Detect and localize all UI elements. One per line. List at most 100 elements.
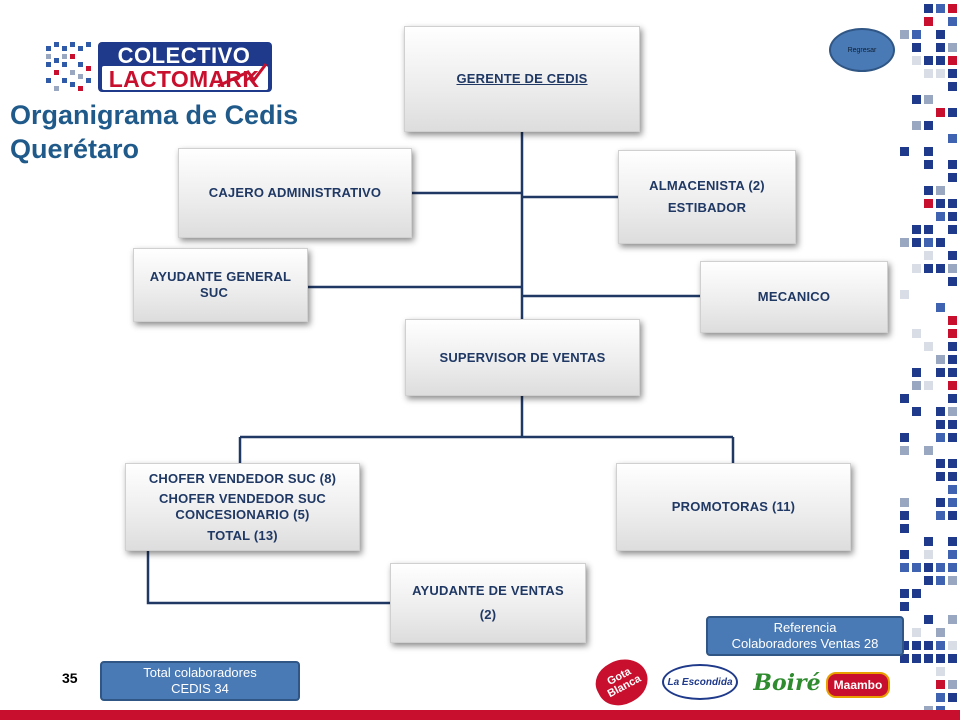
mosaic-square [948, 537, 957, 546]
mosaic-square [948, 108, 957, 117]
referencia-line-1: Referencia [773, 620, 837, 635]
mosaic-square [912, 56, 921, 65]
chofer-label-line-2: CHOFER VENDEDOR SUC [158, 490, 327, 506]
total-colaboradores-callout: Total colaboradores CEDIS 34 [100, 661, 300, 701]
mosaic-square [912, 225, 921, 234]
mosaic-square [948, 225, 957, 234]
mosaic-square [936, 212, 945, 221]
box-ayudante-de-ventas: AYUDANTE DE VENTAS (2) [390, 563, 586, 643]
mosaic-square [912, 121, 921, 130]
mosaic-square [936, 641, 945, 650]
gerente-label[interactable]: GERENTE DE CEDIS [456, 71, 588, 86]
ayudante-general-label-line-1: AYUDANTE GENERAL [149, 269, 292, 284]
mosaic-square [948, 615, 957, 624]
mosaic-square [936, 433, 945, 442]
mosaic-square [912, 264, 921, 273]
connector-ayudante-ventas [146, 550, 390, 605]
page-number: 35 [62, 670, 78, 686]
mosaic-square [900, 290, 909, 299]
mosaic-square [948, 498, 957, 507]
mosaic-square [948, 4, 957, 13]
mosaic-square [936, 108, 945, 117]
mosaic-square [936, 459, 945, 468]
total-line-1: Total colaboradores [143, 665, 257, 680]
mosaic-square [936, 56, 945, 65]
almacenista-label-line-1: ALMACENISTA (2) [649, 178, 765, 193]
mosaic-square [924, 615, 933, 624]
mosaic-square [900, 147, 909, 156]
mosaic-square [924, 381, 933, 390]
box-gerente-de-cedis[interactable]: GERENTE DE CEDIS [404, 26, 640, 132]
mosaic-square [924, 550, 933, 559]
mosaic-square [936, 563, 945, 572]
mosaic-square [900, 498, 909, 507]
mosaic-square [948, 368, 957, 377]
mosaic-square [924, 56, 933, 65]
mosaic-square [948, 160, 957, 169]
mosaic-square [936, 368, 945, 377]
almacenista-label-line-2: ESTIBADOR [667, 200, 747, 215]
mosaic-square [912, 381, 921, 390]
mosaic-square [912, 654, 921, 663]
logo-dots-icon [46, 42, 91, 91]
mosaic-square [912, 95, 921, 104]
mosaic-square [948, 134, 957, 143]
mosaic-square [936, 69, 945, 78]
mosaic-square [948, 82, 957, 91]
promotoras-label: PROMOTORAS (11) [671, 499, 796, 514]
mosaic-square [936, 43, 945, 52]
mosaic-square [924, 186, 933, 195]
mosaic-square [948, 316, 957, 325]
mosaic-square [948, 381, 957, 390]
mosaic-square [924, 641, 933, 650]
mosaic-square [912, 368, 921, 377]
logo-text-colectivo: COLECTIVO [117, 43, 251, 68]
mosaic-square [948, 511, 957, 520]
mosaic-square [936, 576, 945, 585]
box-mecanico: MECANICO [700, 261, 888, 333]
brand-gota-blanca-logo: Gota Blanca [588, 650, 656, 714]
mosaic-square [900, 563, 909, 572]
mosaic-square [924, 563, 933, 572]
mosaic-square [948, 17, 957, 26]
mosaic-square [936, 407, 945, 416]
mosaic-square [900, 30, 909, 39]
mosaic-square [924, 4, 933, 13]
bottom-accent-bar [0, 710, 960, 720]
mosaic-square [924, 225, 933, 234]
ayudante-ventas-label-line-2: (2) [479, 607, 497, 622]
mosaic-square [948, 576, 957, 585]
mosaic-square [948, 563, 957, 572]
mosaic-square [924, 121, 933, 130]
referencia-callout: Referencia Colaboradores Ventas 28 [706, 616, 904, 656]
mosaic-square [900, 446, 909, 455]
chofer-label-line-1: CHOFER VENDEDOR SUC (8) [148, 470, 337, 486]
mosaic-square [924, 160, 933, 169]
mosaic-square [936, 303, 945, 312]
ayudante-general-label-line-2: SUC [200, 285, 229, 300]
mosaic-square [924, 654, 933, 663]
mosaic-square [948, 56, 957, 65]
mosaic-square [936, 238, 945, 247]
mosaic-square [924, 251, 933, 260]
mosaic-square [936, 472, 945, 481]
mosaic-square [936, 680, 945, 689]
box-chofer-vendedor: CHOFER VENDEDOR SUC (8) CHOFER VENDEDOR … [125, 463, 360, 551]
mosaic-square [900, 238, 909, 247]
mosaic-square [912, 238, 921, 247]
mosaic-square [948, 394, 957, 403]
mosaic-square [948, 693, 957, 702]
mosaic-square [936, 654, 945, 663]
mosaic-square [948, 641, 957, 650]
mosaic-square [948, 550, 957, 559]
page-title: Organigrama de Cedis Querétaro [10, 98, 310, 166]
regresar-button[interactable]: Regresar [829, 28, 895, 72]
chofer-label-line-3: CONCESIONARIO (5) [175, 506, 310, 522]
logo-text-lactomark: LACTOMARK [108, 66, 260, 92]
mosaic-square [924, 147, 933, 156]
box-almacenista: ALMACENISTA (2) ESTIBADOR [618, 150, 796, 244]
mosaic-square [948, 654, 957, 663]
mosaic-square [936, 706, 945, 710]
mosaic-square [912, 628, 921, 637]
mosaic-square [900, 394, 909, 403]
